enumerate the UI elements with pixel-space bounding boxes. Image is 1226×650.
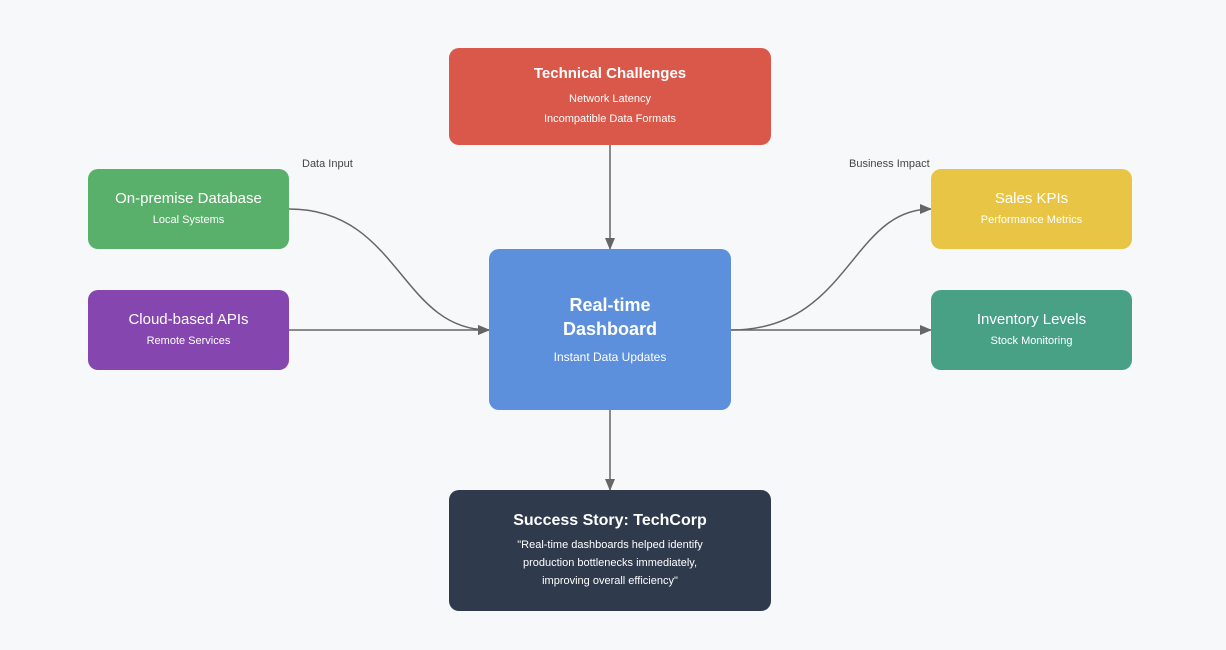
sales-kpis-title: Sales KPIs bbox=[994, 189, 1069, 207]
success-story-quote: "Real-time dashboards helped identify bbox=[517, 539, 703, 551]
cloud-based-apis-subtitle: Remote Services bbox=[146, 334, 231, 347]
sales-kpis-subtitle: Performance Metrics bbox=[980, 213, 1083, 226]
on-premise-database-title: On-premise Database bbox=[115, 189, 262, 207]
realtime-dashboard-title: Real-time bbox=[569, 294, 651, 315]
success-story-quote: improving overall efficiency" bbox=[542, 575, 678, 587]
realtime-dashboard-subtitle: Instant Data Updates bbox=[553, 349, 667, 364]
cloud-based-apis-title: Cloud-based APIs bbox=[128, 310, 249, 328]
realtime-dashboard-title: Dashboard bbox=[562, 318, 658, 339]
inventory-levels-node[interactable]: Inventory Levels Stock Monitoring bbox=[931, 290, 1132, 370]
technical-challenges-node[interactable]: Technical Challenges Network Latency Inc… bbox=[449, 48, 771, 145]
sales-kpis-node[interactable]: Sales KPIs Performance Metrics bbox=[931, 169, 1132, 249]
inventory-levels-subtitle: Stock Monitoring bbox=[990, 334, 1073, 347]
realtime-dashboard-node[interactable]: Real-time Dashboard Instant Data Updates bbox=[489, 249, 731, 410]
cloud-based-apis-node[interactable]: Cloud-based APIs Remote Services bbox=[88, 290, 289, 370]
inventory-levels-title: Inventory Levels bbox=[976, 310, 1087, 328]
technical-challenges-item: Network Latency bbox=[569, 93, 651, 105]
business-impact-label: Business Impact bbox=[849, 158, 930, 170]
on-premise-database-node[interactable]: On-premise Database Local Systems bbox=[88, 169, 289, 249]
success-story-title: Success Story: TechCorp bbox=[513, 512, 707, 529]
arrow-dashboard-to-sales bbox=[730, 204, 932, 331]
success-story-node[interactable]: Success Story: TechCorp "Real-time dashb… bbox=[449, 490, 771, 611]
data-input-label: Data Input bbox=[302, 158, 353, 170]
arrow-db-to-dashboard bbox=[288, 208, 490, 335]
on-premise-database-subtitle: Local Systems bbox=[152, 213, 225, 226]
technical-challenges-title: Technical Challenges bbox=[533, 65, 687, 82]
technical-challenges-item: Incompatible Data Formats bbox=[543, 113, 677, 125]
success-story-quote: production bottlenecks immediately, bbox=[522, 557, 698, 569]
